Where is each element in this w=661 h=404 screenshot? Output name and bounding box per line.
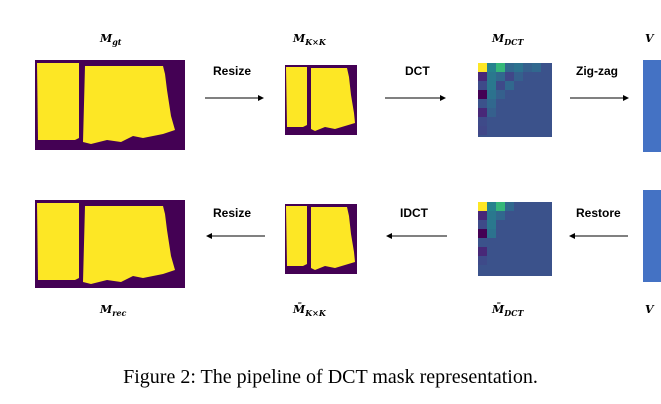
dct-bar-map-image	[478, 202, 552, 276]
arrow-zigzag	[570, 95, 629, 101]
mask-bar-kk-image	[285, 204, 357, 274]
arrow-resize-bottom	[206, 233, 265, 239]
label-m-dct-sub: DCT	[504, 37, 524, 48]
label-mbar-dct-sub: DCT	[504, 308, 524, 319]
label-m-rec-sub: rec	[112, 308, 127, 319]
label-m-kk-main: M	[293, 32, 306, 45]
label-m-gt-sub: gt	[112, 37, 122, 48]
label-mbar-kk-sub: K×K	[305, 308, 326, 319]
arrow-restore	[569, 233, 628, 239]
arrow-idct	[386, 233, 447, 239]
arrow-label-dct: DCT	[405, 64, 430, 78]
dct-map-image	[478, 63, 552, 137]
label-m-kk: MK×K	[293, 32, 326, 47]
mask-gt-image	[35, 60, 185, 150]
label-mbar-dct-main: M̄	[492, 303, 505, 316]
arrow-dct	[385, 95, 446, 101]
label-v-bottom: V	[645, 303, 654, 316]
label-mbar-kk-main: M̄	[293, 303, 306, 316]
figure-caption: Figure 2: The pipeline of DCT mask repre…	[123, 366, 538, 388]
vector-v-top	[643, 60, 661, 152]
label-m-kk-sub: K×K	[305, 37, 326, 48]
label-v-top: V	[645, 32, 654, 45]
arrow-label-resize-bottom: Resize	[213, 206, 252, 220]
arrow-label-idct: IDCT	[400, 206, 428, 220]
label-m-dct: MDCT	[492, 32, 523, 47]
vector-v-bottom	[643, 190, 661, 282]
label-m-dct-main: M	[492, 32, 505, 45]
label-mbar-dct: M̄DCT	[492, 303, 523, 318]
mask-rec-image	[35, 200, 185, 288]
arrow-resize-top	[205, 95, 264, 101]
label-m-gt-main: M	[100, 32, 113, 45]
arrow-label-resize-top: Resize	[213, 64, 252, 78]
label-m-rec: Mrec	[100, 303, 126, 318]
mask-kk-image	[285, 65, 357, 135]
label-m-rec-main: M	[100, 303, 113, 316]
arrow-label-zigzag: Zig-zag	[576, 64, 618, 78]
label-m-gt: Mgt	[100, 32, 121, 47]
label-mbar-kk: M̄K×K	[293, 303, 326, 318]
arrow-label-restore: Restore	[576, 206, 621, 220]
